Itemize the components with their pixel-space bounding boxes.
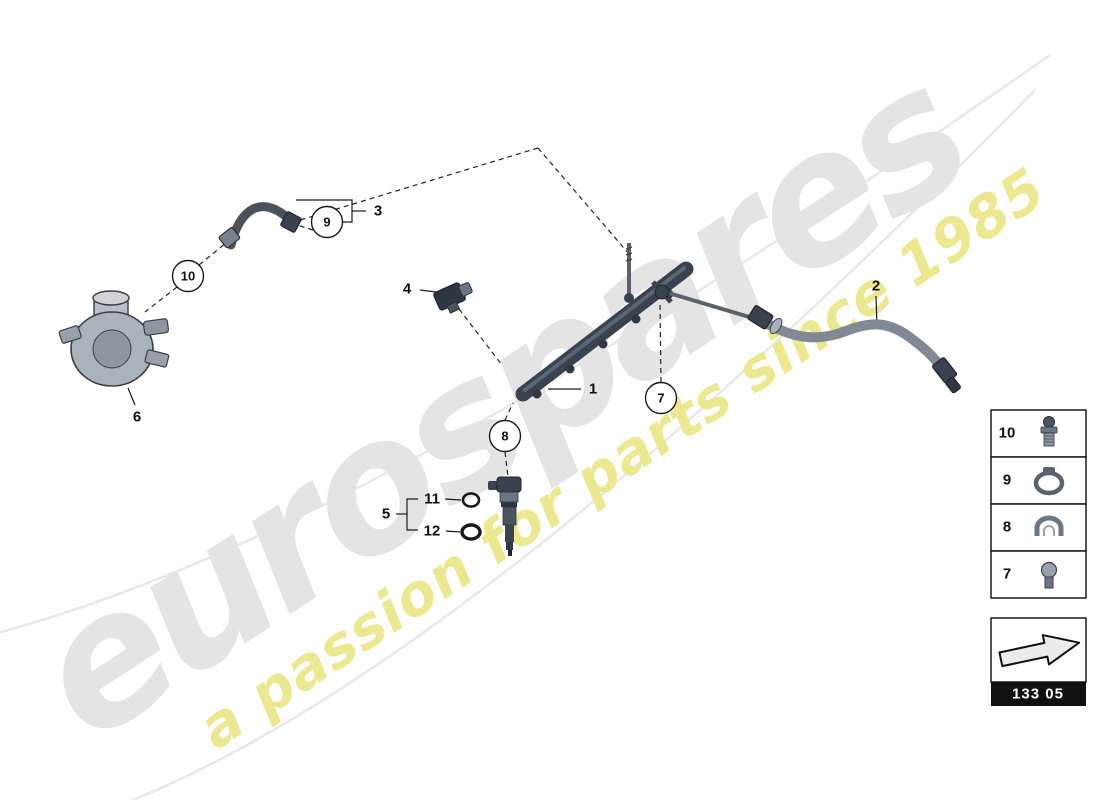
oring11-leader [444, 498, 462, 501]
hose2-fitting-left [747, 305, 774, 330]
pump-outlet-port [142, 318, 170, 336]
fuel-injector [488, 476, 522, 556]
union-fitting-icon [1040, 416, 1058, 447]
fuel-hose-right [747, 305, 961, 394]
rail-port [565, 364, 575, 374]
legend-row-9: 9 [990, 456, 1087, 505]
watermark-swoosh-bottom [129, 89, 1036, 800]
svg-text:7: 7 [1003, 566, 1011, 583]
pump-ear-right [144, 349, 170, 368]
hose2-clamp-ring [769, 317, 783, 335]
pump-hub [92, 329, 132, 369]
fuel-rail [515, 243, 757, 402]
hose3-fitting-left [218, 227, 241, 249]
sensor-connector [458, 282, 473, 297]
part-label-3: 3 [374, 203, 382, 220]
rail-port [532, 389, 542, 399]
callout-9: 9 [310, 205, 344, 239]
injector-lower-body [505, 525, 514, 542]
nav-arrow-box [990, 617, 1087, 683]
leader-lines-dashed [144, 147, 662, 478]
fuel-supply-hose-top [218, 202, 302, 250]
o-ring-12 [460, 523, 482, 541]
injector-plug-tab [488, 481, 499, 490]
direction-arrow-icon [998, 634, 1081, 668]
part-code: 133 05 [1012, 686, 1064, 703]
part-label-12: 12 [424, 523, 441, 540]
svg-text:8: 8 [1003, 519, 1011, 536]
label4-leader [419, 289, 437, 293]
injector-upper-body [499, 491, 519, 503]
oring12-leader [445, 530, 461, 533]
part-label-11: 11 [424, 491, 440, 508]
svg-text:9: 9 [1003, 472, 1011, 489]
sensor-thread [446, 301, 461, 314]
svg-text:8: 8 [501, 429, 508, 444]
injector-tip [506, 542, 513, 550]
pump-ear-left [58, 325, 82, 344]
fuel-pressure-sensor [433, 282, 473, 314]
part-label-2: 2 [872, 278, 880, 295]
injector-body [502, 506, 517, 526]
label6-leader [127, 387, 136, 406]
hose-clamp-icon [1033, 467, 1065, 496]
retaining-clip-icon [1034, 515, 1064, 536]
svg-text:7: 7 [657, 391, 664, 406]
svg-text:10: 10 [181, 269, 195, 284]
part-label-1: 1 [589, 381, 597, 398]
rail-port [631, 314, 641, 324]
part-code-bar: 133 05 [991, 682, 1086, 706]
callout-10: 10 [171, 259, 205, 293]
leader-lines [127, 199, 878, 533]
rail-outlet-fitting [651, 280, 757, 321]
watermark-swoosh-top [0, 53, 1051, 634]
rail-mounting-stud [624, 243, 634, 303]
screw-icon [1040, 561, 1058, 589]
hose2-connector-tip [945, 376, 961, 394]
o-ring-11 [461, 492, 481, 508]
rail-port [598, 339, 608, 349]
part-label-6: 6 [133, 409, 141, 426]
part-label-4: 4 [403, 281, 412, 298]
injector-nozzle [508, 550, 512, 556]
injector-head [496, 476, 522, 493]
watermark-brand: eurospares [0, 29, 1001, 782]
svg-text:9: 9 [323, 215, 330, 230]
watermark: eurospares a passion for parts since 198… [0, 29, 1058, 800]
hose2-tube [756, 315, 950, 380]
part-label-5: 5 [382, 506, 390, 523]
legend-row-7: 7 [990, 550, 1087, 599]
callout-7: 7 [644, 381, 678, 415]
hose3-fitting-right [280, 211, 302, 233]
injector-groove [501, 502, 517, 507]
legend-row-10: 10 [990, 409, 1087, 458]
legend-panel: 10 9 8 [990, 409, 1087, 706]
pump-cap [92, 290, 130, 306]
svg-text:10: 10 [999, 425, 1016, 442]
legend-row-8: 8 [990, 503, 1087, 552]
callout-8: 8 [488, 419, 522, 453]
high-pressure-fuel-pump [58, 290, 170, 387]
